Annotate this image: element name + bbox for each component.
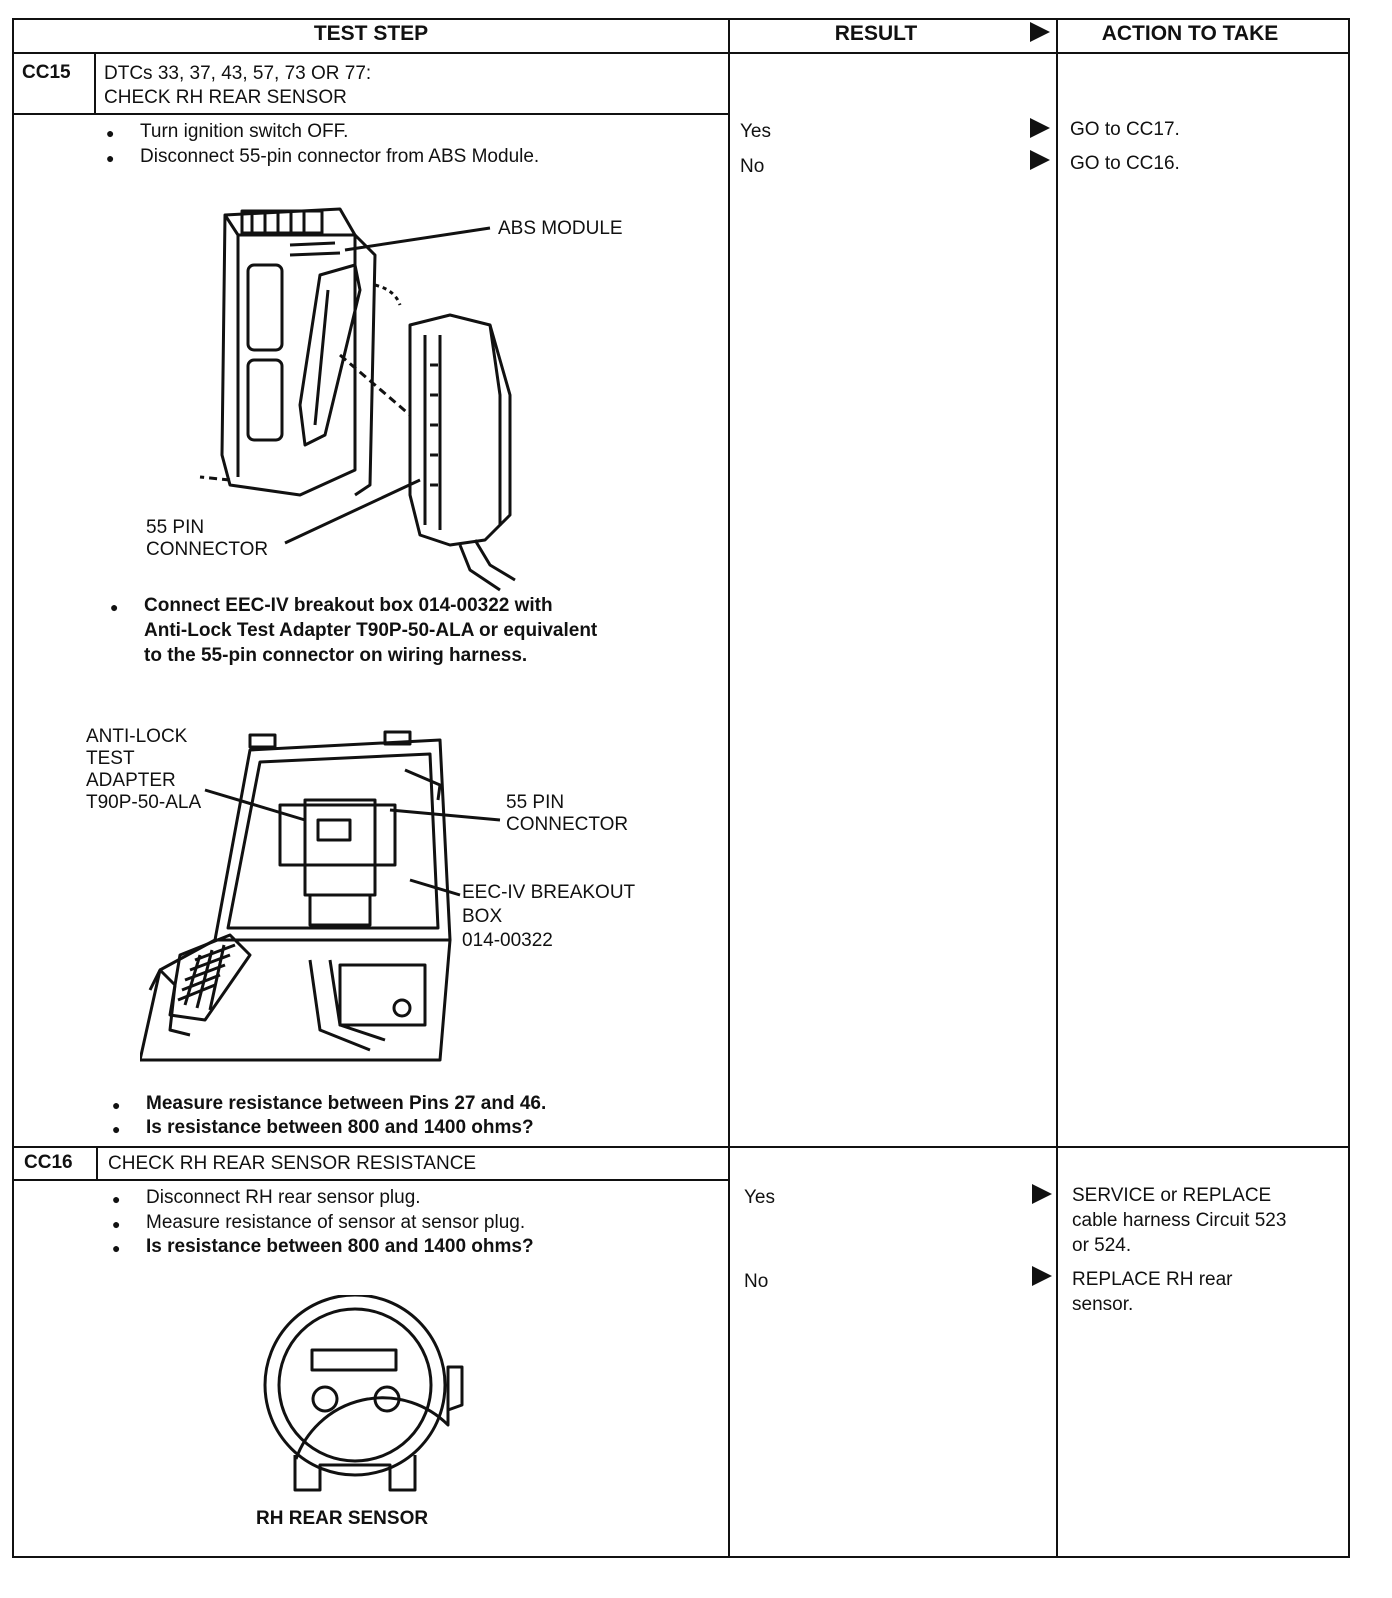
cc15-bullet-connect-line3: to the 55-pin connector on wiring harnes… <box>144 645 528 666</box>
fig2-label-breakout-line2: BOX <box>462 906 503 927</box>
fig2-label-breakout-line3: 014-00322 <box>462 930 553 951</box>
header-action: ACTION TO TAKE <box>1101 22 1279 45</box>
cc16-action-yes-line1: SERVICE or REPLACE <box>1072 1185 1272 1206</box>
cc15-cc16-separator <box>12 1146 1350 1148</box>
cc16-action-no-line1: REPLACE RH rear <box>1072 1269 1233 1290</box>
cc16-bullet-measure: Measure resistance of sensor at sensor p… <box>112 1211 525 1236</box>
cc16-bullet-disconnect: Disconnect RH rear sensor plug. <box>112 1186 421 1211</box>
cc16-yes-arrow-icon <box>1032 1184 1052 1204</box>
cc15-result-no: No <box>740 156 765 177</box>
cc16-action-yes-line2: cable harness Circuit 523 <box>1072 1210 1287 1231</box>
cc15-id-divider <box>94 52 96 114</box>
fig1-label-connector-line1: 55 PIN <box>146 517 205 538</box>
column-divider-result <box>728 18 730 1558</box>
table-top-border <box>12 18 1350 20</box>
cc15-bullet-ignition: Turn ignition switch OFF. <box>106 120 348 145</box>
cc15-step-id: CC15 <box>22 62 71 83</box>
cc15-no-arrow-icon <box>1030 150 1050 170</box>
fig2-label-connector-line2: CONNECTOR <box>506 814 629 835</box>
fig1-label-connector-line2: CONNECTOR <box>146 539 269 560</box>
fig2-label-connector-line1: 55 PIN <box>506 792 565 813</box>
header-result: RESULT <box>834 22 918 45</box>
cc16-action-no-line2: sensor. <box>1072 1294 1134 1315</box>
cc15-action-no: GO to CC16. <box>1070 153 1180 174</box>
column-divider-action <box>1056 18 1058 1558</box>
cc15-title-line1: DTCs 33, 37, 43, 57, 73 OR 77: <box>104 63 372 84</box>
rh-rear-sensor-illustration <box>263 1295 464 1492</box>
fig2-label-adapter-line1: ANTI-LOCK <box>86 726 188 747</box>
cc15-bullet-measure: Measure resistance between Pins 27 and 4… <box>112 1092 546 1117</box>
fig2-label-adapter-line4: T90P-50-ALA <box>86 792 202 813</box>
header-arrow-icon <box>1030 22 1050 42</box>
cc16-title: CHECK RH REAR SENSOR RESISTANCE <box>108 1153 477 1174</box>
cc16-no-arrow-icon <box>1032 1266 1052 1286</box>
table-left-border <box>12 18 14 1558</box>
cc15-bullet-connect-line2: Anti-Lock Test Adapter T90P-50-ALA or eq… <box>144 620 598 641</box>
fig1-label-abs-module: ABS MODULE <box>498 218 623 239</box>
cc16-result-yes: Yes <box>744 1187 775 1208</box>
fig2-label-breakout-line1: EEC-IV BREAKOUT <box>462 882 636 903</box>
fig2-label-adapter-line2: TEST <box>86 748 135 769</box>
fig2-label-adapter-line3: ADAPTER <box>86 770 176 791</box>
cc15-bullet-question: Is resistance between 800 and 1400 ohms? <box>112 1116 534 1141</box>
header-bottom-border <box>12 52 1350 54</box>
cc15-yes-arrow-icon <box>1030 118 1050 138</box>
cc15-result-yes: Yes <box>740 121 771 142</box>
cc16-step-id: CC16 <box>24 1152 73 1173</box>
table-bottom-border <box>12 1556 1350 1558</box>
table-right-border <box>1348 18 1350 1558</box>
cc15-bullet-connect-line1: Connect EEC-IV breakout box 014-00322 wi… <box>110 594 553 619</box>
cc16-result-no: No <box>744 1271 769 1292</box>
cc16-id-divider <box>96 1146 98 1180</box>
cc15-title-line2: CHECK RH REAR SENSOR <box>104 87 347 108</box>
cc15-title-bottom <box>12 113 728 115</box>
cc16-action-yes-line3: or 524. <box>1072 1235 1132 1256</box>
cc16-bullet-question: Is resistance between 800 and 1400 ohms? <box>112 1235 534 1260</box>
header-test-step: TEST STEP <box>313 22 429 45</box>
cc15-bullet-disconnect: Disconnect 55-pin connector from ABS Mod… <box>106 145 539 170</box>
cc15-action-yes: GO to CC17. <box>1070 119 1180 140</box>
abs-module-illustration <box>199 207 516 592</box>
sensor-label: RH REAR SENSOR <box>256 1508 429 1529</box>
cc16-title-bottom <box>12 1179 728 1181</box>
breakout-box-illustration <box>140 730 501 1062</box>
